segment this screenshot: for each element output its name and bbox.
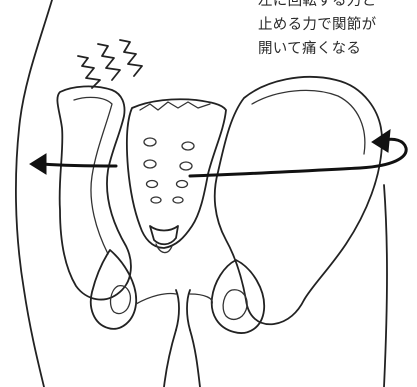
caption-text: 左に回転する力と 止める力で関節が 開いて痛くなる xyxy=(258,0,417,61)
caption-line-2: 止める力で関節が xyxy=(258,13,417,37)
pubic-symphysis xyxy=(176,290,190,330)
body-outline-right xyxy=(384,185,387,387)
right-ilium-inner xyxy=(252,90,365,154)
coccyx xyxy=(150,226,178,244)
caption-line-3: 開いて痛くなる xyxy=(258,37,417,61)
sacral-foramen xyxy=(177,181,188,188)
sacral-foramen xyxy=(180,162,192,170)
zigzag-pain-icon xyxy=(78,40,142,88)
right-obturator xyxy=(223,290,247,320)
pubic-arch xyxy=(136,293,212,304)
sacral-foramen xyxy=(147,181,158,188)
leg-line-left xyxy=(164,330,176,387)
sacrum-top-edge xyxy=(140,102,210,110)
sacral-foramen xyxy=(144,160,156,168)
leg-line-right xyxy=(190,330,200,387)
right-pubic-ring xyxy=(212,260,264,333)
sacrum xyxy=(127,99,226,248)
left-obturator xyxy=(111,286,131,314)
left-ilium xyxy=(57,86,131,299)
sacral-foramen xyxy=(173,197,183,203)
sacral-foramen xyxy=(182,142,194,150)
left-ilium-inner xyxy=(74,97,112,254)
sacral-foramen xyxy=(144,138,156,146)
body-outline-left xyxy=(16,0,52,387)
caption-line-1: 左に回転する力と xyxy=(258,0,417,13)
sacral-foramen xyxy=(151,197,161,203)
